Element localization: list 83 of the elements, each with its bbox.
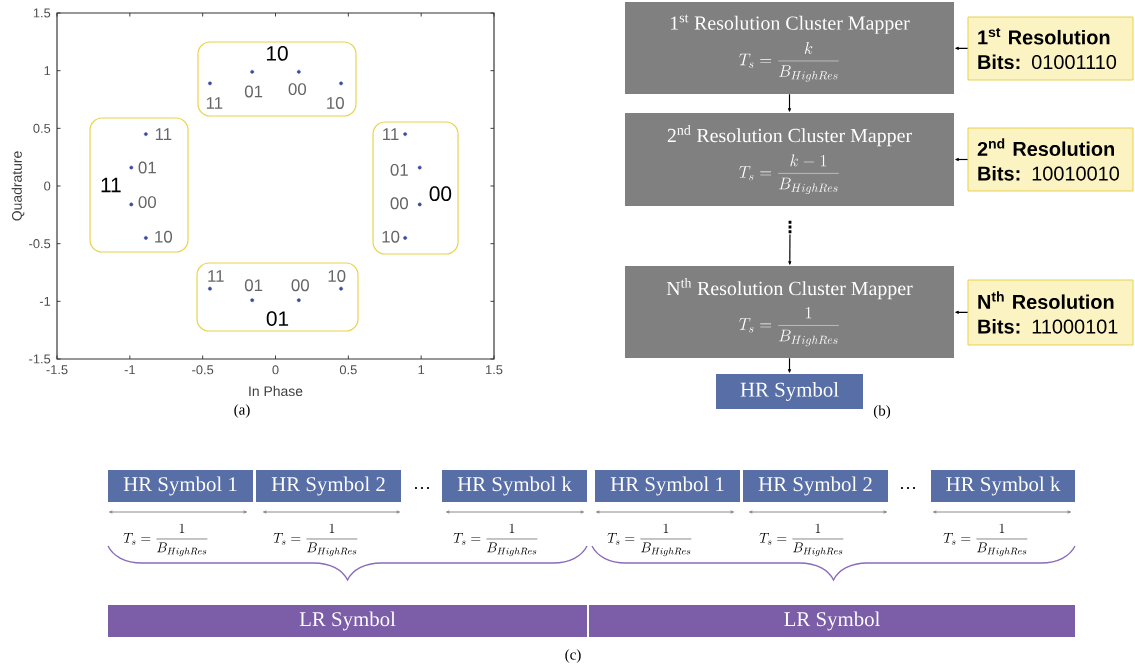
symbol-box: HR Symbol 1 [595,470,740,502]
point [129,165,134,170]
mapper-box: 1$^{st}$ Resolution Cluster Mapper $T_s = \frac{k}{B_{HighRes}}$ [625,2,954,94]
axis-label: Quadrature [11,151,25,221]
arrow [787,357,792,373]
point-label: 11 [206,97,223,109]
point [208,81,212,86]
symbol-box: HR Symbol 2 [256,470,401,502]
point [403,132,408,136]
point [339,286,343,291]
point-label: 11 [208,270,224,282]
period-formula: $T_s = \frac{1}{B_{HighRes}}$ [453,523,538,557]
tick-label: 1 [418,365,425,375]
point [296,298,301,303]
point [143,132,148,136]
point-label: 10 [327,97,344,109]
resolution-bits-box: 1$^{st}$ Resolution Bits: 01001110 [967,16,1134,81]
point [143,236,148,240]
caption-letter: (b) [873,405,891,419]
period-formula: $T_s = \frac{1}{B_{HighRes}}$ [273,523,358,557]
tick-label: 0 [272,365,279,375]
node-label: LR Symbol [784,611,880,631]
caption-letter: (a) [234,404,250,418]
point-label: 00 [291,279,309,292]
point [417,202,422,207]
vertical-ellipsis: ⋮ [788,220,792,234]
period-formula: $T_s = \frac{1}{B_{HighRes}}$ [943,523,1028,557]
tick-label: 1.5 [33,8,51,18]
tick-label: -1.5 [46,365,68,375]
lr-symbol-bar: LR Symbol [589,605,1075,637]
symbol-box: HR Symbol [716,374,863,409]
point-label: 10 [155,230,173,243]
arrow [787,93,792,112]
point-label: 01 [244,85,263,98]
tick-label: -0.5 [192,365,214,375]
point [417,165,422,170]
mapper-box: N$^{th}$ Resolution Cluster Mapper $T_s = \frac{1}{B_{HighRes}}$ [625,266,954,358]
point-label: 11 [155,128,172,140]
arrow [955,157,969,162]
tick-label: -1 [39,296,51,306]
point-label: 01 [390,163,408,176]
point [250,298,255,303]
mapper-box: 2$^{nd}$ Resolution Cluster Mapper $T_s = \frac{k-1}{B_{HighRes}}$ [625,113,954,206]
lr-symbol-bar: LR Symbol [108,605,587,637]
resolution-bits-box: 2$^{nd}$ Resolution Bits: 10010010 [967,127,1134,192]
point-label: 00 [390,197,409,210]
caption-letter: (c) [565,649,581,663]
node-label: LR Symbol [299,611,396,631]
point-label: 00 [288,83,307,96]
period-formula: $T_s = \frac{1}{B_{HighRes}}$ [607,523,692,557]
axis-label: In Phase [249,385,303,397]
point-label: 10 [328,270,346,282]
point [403,236,408,240]
period-formula: $T_s = \frac{1}{B_{HighRes}}$ [759,523,844,557]
tick-label: -1.5 [29,354,51,364]
point [208,286,212,291]
point-label: 01 [244,279,263,292]
arrow [955,310,969,314]
arrow [955,46,969,50]
resolution-bits-box: N$^{th}$ Resolution Bits: 11000101 [967,279,1134,346]
tick-label: 1 [44,66,51,76]
point [296,69,301,74]
point [250,69,255,74]
point-label: 10 [382,230,400,243]
symbol-box: HR Symbol k [931,470,1075,502]
point-label: 01 [138,161,156,174]
ellipsis: … [900,486,916,490]
point-label: 11 [383,128,399,140]
period-formula: $T_s = \frac{1}{B_{HighRes}}$ [123,523,208,557]
tick-label: 0.5 [33,123,51,133]
tick-label: -1 [124,365,135,375]
symbol-box: HR Symbol 1 [108,470,253,502]
ellipsis: … [414,486,430,490]
symbol-box: HR Symbol k [442,470,587,502]
arrow [788,234,792,265]
tick-label: 0.5 [339,365,357,375]
point [129,202,134,207]
point [339,81,343,86]
point-label: 00 [138,196,157,209]
tick-label: 0 [44,181,51,191]
symbol-box: HR Symbol 2 [743,470,888,502]
tick-label: 1.5 [486,365,503,375]
tick-label: -0.5 [29,239,51,249]
